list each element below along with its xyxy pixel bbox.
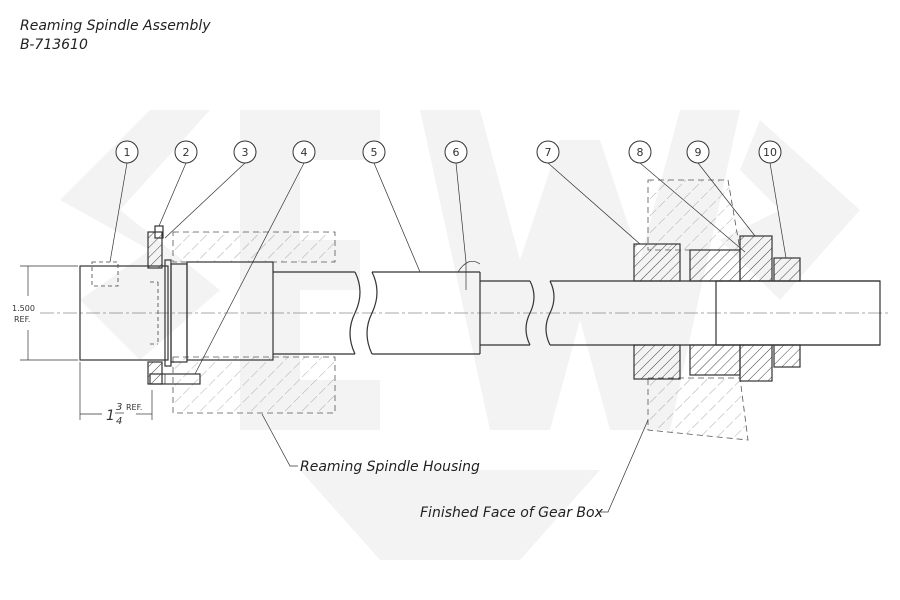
- callout-4-label: 4: [301, 146, 308, 159]
- gearbox-face-label: Finished Face of Gear Box: [420, 505, 604, 521]
- length-num: 3: [116, 402, 122, 413]
- callout-10: 10: [758, 140, 782, 164]
- callout-1-label: 1: [124, 146, 131, 159]
- gearbox-lower: [647, 377, 749, 441]
- part-1-adapter: [79, 261, 169, 361]
- drawing-title: Reaming Spindle Assembly: [20, 18, 211, 34]
- callout-10-label: 10: [763, 146, 777, 159]
- callout-5-label: 5: [371, 146, 378, 159]
- callout-2-label: 2: [183, 146, 190, 159]
- housing-label: Reaming Spindle Housing: [300, 459, 480, 475]
- gearbox-label-group: Finished Face of Gear Box: [420, 419, 649, 521]
- callout-7: 7: [536, 140, 560, 164]
- part-6-key: [457, 261, 481, 273]
- dimension-diameter: 1.500 REF.: [12, 265, 78, 361]
- length-ref: REF.: [126, 403, 142, 412]
- housing-lower: [172, 356, 336, 414]
- callout-8: 8: [628, 140, 652, 164]
- callout-3: 3: [233, 140, 257, 164]
- callout-1: 1: [115, 140, 139, 164]
- callout-7-label: 7: [545, 146, 552, 159]
- diameter-value: 1.500: [12, 304, 35, 313]
- callout-9-label: 9: [695, 146, 702, 159]
- part-2-3-collar: [147, 225, 201, 385]
- part-7-bearing: [633, 243, 741, 380]
- part-number: B-713610: [20, 37, 88, 53]
- callout-5: 5: [362, 140, 386, 164]
- dimension-length: 1 3 4 REF.: [79, 362, 153, 427]
- diameter-ref: REF.: [14, 315, 30, 324]
- length-den: 4: [116, 416, 122, 427]
- part-8-9-10-nuts: [715, 235, 881, 382]
- callout-8-label: 8: [637, 146, 644, 159]
- callout-4: 4: [292, 140, 316, 164]
- callouts: 1 2 3 4 5 6 7 8 9 10: [109, 140, 787, 375]
- callout-6-label: 6: [453, 146, 460, 159]
- callout-3-label: 3: [242, 146, 249, 159]
- housing-upper: [172, 231, 336, 263]
- length-whole: 1: [106, 408, 115, 424]
- callout-6: 6: [444, 140, 468, 164]
- callout-2: 2: [174, 140, 198, 164]
- housing-label-group: Reaming Spindle Housing: [261, 413, 480, 475]
- callout-9: 9: [686, 140, 710, 164]
- gearbox-upper: [647, 179, 741, 251]
